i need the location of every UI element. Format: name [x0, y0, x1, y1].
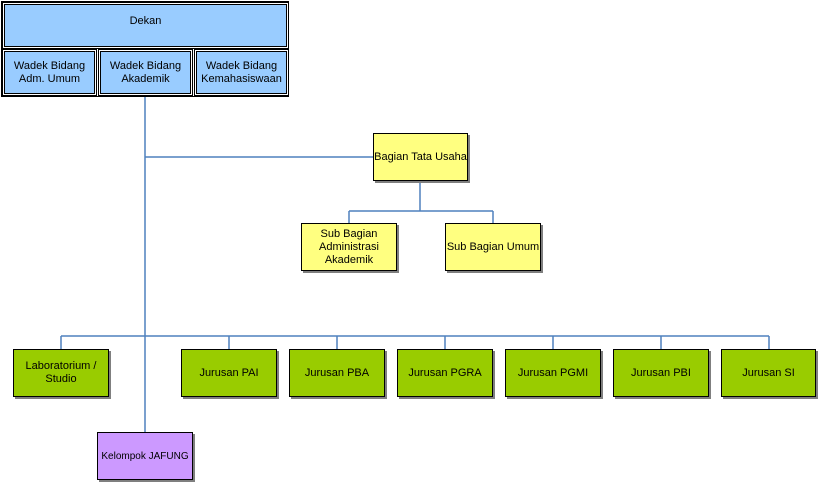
- admin-office-box[interactable]: Bagian Tata Usaha: [373, 133, 468, 181]
- unit-pgmi-box[interactable]: Jurusan PGMI: [505, 349, 601, 397]
- unit-laboratory-box[interactable]: Laboratorium / Studio: [13, 349, 109, 397]
- vice-dean-academic-box[interactable]: Wadek Bidang Akademik: [100, 51, 191, 94]
- dean-box[interactable]: Dekan: [4, 4, 287, 47]
- unit-pai-box[interactable]: Jurusan PAI: [181, 349, 277, 397]
- unit-pba-box[interactable]: Jurusan PBA: [289, 349, 385, 397]
- unit-pbi-box[interactable]: Jurusan PBI: [613, 349, 709, 397]
- unit-si-box[interactable]: Jurusan SI: [721, 349, 816, 397]
- vice-dean-adm-box[interactable]: Wadek Bidang Adm. Umum: [4, 51, 95, 94]
- functional-group-box[interactable]: Kelompok JAFUNG: [97, 432, 193, 480]
- vice-dean-student-box[interactable]: Wadek Bidang Kemahasiswaan: [196, 51, 287, 94]
- leadership-frame: [1, 1, 289, 97]
- unit-pgra-box[interactable]: Jurusan PGRA: [397, 349, 493, 397]
- sub-section-academic-box[interactable]: Sub Bagian Administrasi Akademik: [301, 223, 397, 271]
- sub-section-general-box[interactable]: Sub Bagian Umum: [445, 223, 541, 271]
